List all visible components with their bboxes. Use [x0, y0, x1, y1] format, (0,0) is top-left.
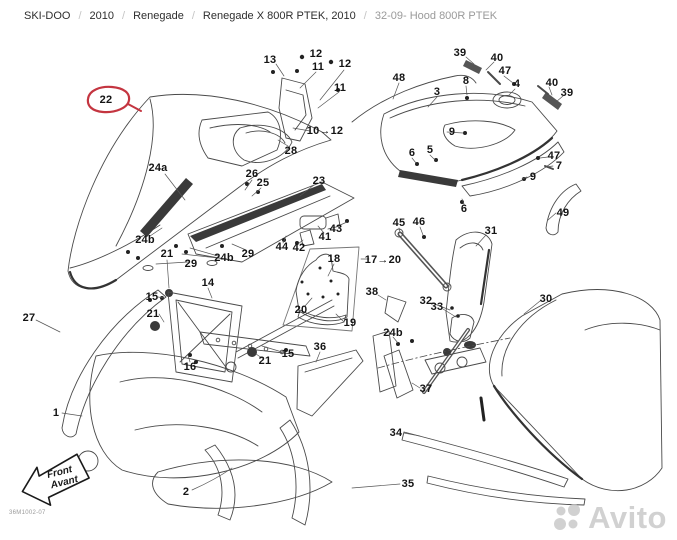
side-panel: [445, 231, 493, 343]
support-frame: [148, 291, 335, 383]
left-hood-panel: [67, 93, 332, 290]
top-bracket: [271, 54, 340, 142]
windshield-post: [61, 289, 167, 438]
breadcrumb-separator: /: [191, 10, 195, 22]
front-direction-flag: Front Avant: [21, 453, 90, 506]
breadcrumb-item-4[interactable]: Renegade X 800R PTEK, 2010: [202, 10, 356, 22]
strut: [394, 228, 452, 292]
center-frame: [187, 181, 355, 263]
curved-bracket: [545, 183, 582, 236]
fastener-cluster: [126, 244, 224, 331]
pedal-bracket: [377, 306, 511, 394]
drawing-code: 36M1002-07: [9, 510, 46, 516]
highlight-ellipse-group: [86, 85, 142, 114]
breadcrumb-separator: /: [122, 10, 126, 22]
right-hood-panel: [351, 60, 565, 204]
breadcrumb-item-2[interactable]: 2010: [89, 10, 114, 22]
avito-watermark: Avito: [553, 500, 667, 536]
breadcrumb: SKI-DOO / 2010 / Renegade / Renegade X 800R PT…: [24, 10, 497, 22]
leader-lines: [35, 56, 564, 491]
gas-cap: [492, 91, 522, 109]
breadcrumb-item-1[interactable]: SKI-DOO: [24, 10, 71, 22]
breadcrumb-separator: /: [363, 10, 367, 22]
breadcrumb-item-3[interactable]: Renegade: [133, 10, 184, 22]
inset-box: [282, 246, 360, 332]
highlight-ellipse-tail: [127, 103, 142, 112]
highlight-ellipse: [86, 85, 131, 114]
console-piece: [198, 111, 281, 167]
latch-parts: [282, 213, 349, 247]
front-flag-arrow: [21, 453, 90, 506]
avito-logo-icon: [554, 504, 581, 530]
breadcrumb-separator: /: [78, 10, 82, 22]
avito-watermark-text: Avito: [588, 500, 667, 535]
lower-strips: [296, 295, 586, 506]
bottom-front-panel: [77, 351, 333, 526]
right-bottom-panel: [479, 289, 663, 492]
breadcrumb-item-5: 32-09- Hood 800R PTEK: [374, 10, 498, 22]
